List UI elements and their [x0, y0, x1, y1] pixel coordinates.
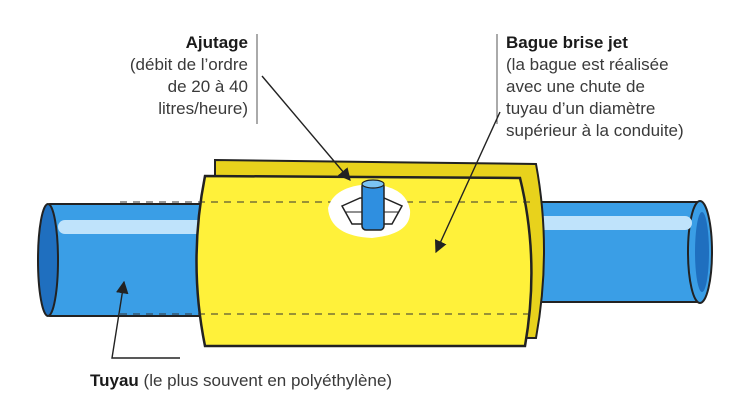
pipe-right	[529, 200, 713, 304]
tuyau-arrow	[111, 280, 180, 359]
ajutage-arrow	[261, 75, 351, 181]
ajutage-line-2: de 20 à 40	[167, 77, 248, 96]
bague-line-4: supérieur à la conduite)	[506, 121, 684, 140]
tuyau-note: (le plus souvent en polyéthylène)	[138, 371, 393, 390]
nozzle-top	[361, 179, 385, 189]
ajutage-title: Ajutage	[185, 33, 248, 52]
bague-label: Bague brise jet (la bague est réalisée a…	[506, 32, 746, 142]
tuyau-title: Tuyau	[90, 371, 139, 390]
pipe-left	[37, 203, 206, 317]
sleeve-bague	[120, 158, 545, 348]
tuyau-label: Tuyau (le plus souvent en polyéthylène)	[90, 370, 392, 392]
bague-line-3: tuyau d’un diamètre	[506, 99, 656, 118]
ajutage-label: Ajutage (débit de l’ordre de 20 à 40 lit…	[48, 32, 248, 120]
ajutage-line-1: (débit de l’ordre	[129, 55, 248, 74]
bague-arrow	[434, 111, 501, 254]
ajutage-line-3: litres/heure)	[158, 99, 248, 118]
bague-title: Bague brise jet	[506, 33, 628, 52]
nozzle-ajutage	[328, 179, 411, 238]
nozzle-stem	[361, 181, 385, 231]
bague-line-2: avec une chute de	[506, 77, 645, 96]
bague-line-1: (la bague est réalisée	[506, 55, 669, 74]
